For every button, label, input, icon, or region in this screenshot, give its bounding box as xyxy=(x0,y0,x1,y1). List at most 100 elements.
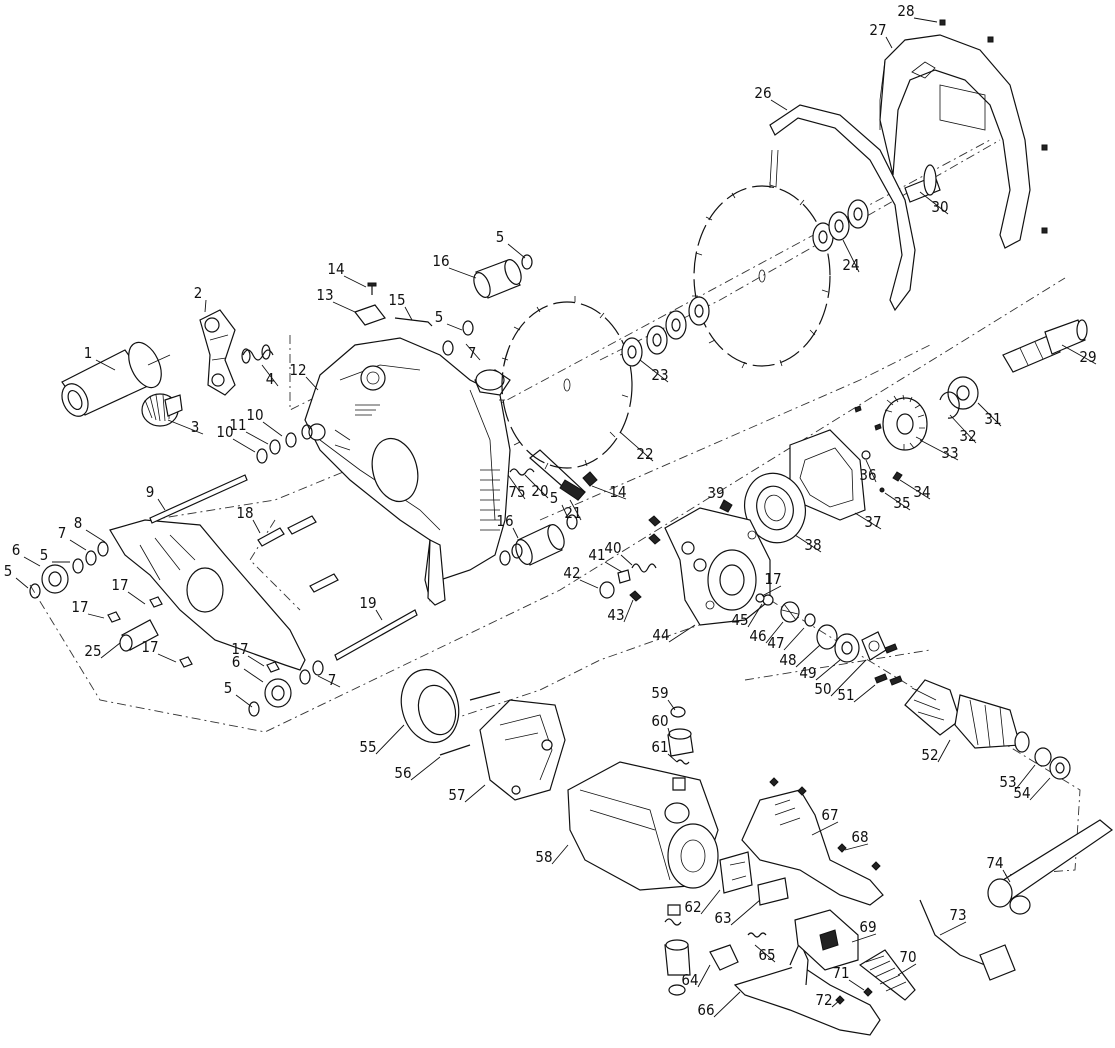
part-label-4: 4 xyxy=(266,370,275,388)
part-label-18: 18 xyxy=(236,504,253,522)
part-label-43: 43 xyxy=(607,606,624,624)
part-55-baffle-ring xyxy=(400,668,460,744)
part-label-27: 27 xyxy=(869,21,886,39)
leader-line-67 xyxy=(811,821,839,836)
part-56-screw xyxy=(439,691,501,756)
part-label-33: 33 xyxy=(941,444,958,462)
part-label-67: 67 xyxy=(821,806,838,824)
part-label-45: 45 xyxy=(731,611,748,629)
leader-line-69 xyxy=(851,933,877,943)
leader-line-60 xyxy=(667,727,671,736)
part-32-circlip xyxy=(939,391,960,419)
leader-line-6 xyxy=(23,556,41,567)
part-label-41: 41 xyxy=(588,546,605,564)
part-label-49: 49 xyxy=(799,664,816,682)
leader-line-22 xyxy=(619,431,654,462)
part-label-56: 56 xyxy=(394,764,411,782)
leader-line-42 xyxy=(579,579,599,589)
part-label-10: 10 xyxy=(216,423,233,441)
leader-line-52 xyxy=(937,739,951,763)
leader-line-17 xyxy=(127,591,146,605)
part-label-50: 50 xyxy=(814,680,831,698)
leader-lines xyxy=(15,17,1097,1018)
leader-line-58 xyxy=(551,844,569,865)
part-69-switch-module xyxy=(794,909,859,971)
leader-line-10 xyxy=(262,421,283,437)
leader-line-72 xyxy=(831,999,841,1008)
leader-line-57 xyxy=(464,784,486,803)
part-39-screw xyxy=(719,499,733,513)
part-label-25: 25 xyxy=(84,642,101,660)
part-43-screws xyxy=(629,515,661,602)
part-12-blade-guard xyxy=(304,337,511,606)
leader-line-50 xyxy=(830,659,867,697)
leader-line-47 xyxy=(783,627,805,651)
part-number-labels: 1234555555667778910101112131414151616171… xyxy=(4,2,1097,1019)
part-label-21: 21 xyxy=(564,504,581,522)
leader-line-24 xyxy=(842,239,860,273)
part-18-bolts xyxy=(257,515,339,593)
part-5-6-7-rollers-washers xyxy=(29,254,578,717)
part-label-47: 47 xyxy=(767,634,784,652)
leader-line-5 xyxy=(507,243,526,259)
part-label-32: 32 xyxy=(959,427,976,445)
part-label-70: 70 xyxy=(899,948,916,966)
part-label-5: 5 xyxy=(496,228,505,246)
leader-line-20 xyxy=(524,474,549,499)
leader-line-30 xyxy=(919,191,949,215)
part-label-7: 7 xyxy=(58,524,67,542)
part-label-5: 5 xyxy=(40,546,49,564)
part-73-power-cord xyxy=(919,899,1016,981)
leader-line-5 xyxy=(561,504,569,519)
part-label-14: 14 xyxy=(327,260,344,278)
part-label-28: 28 xyxy=(897,2,914,20)
part-19-shaft xyxy=(334,609,418,661)
leader-line-66 xyxy=(713,991,741,1018)
part-34-36-small-parts xyxy=(854,405,903,493)
leader-line-53 xyxy=(1015,764,1036,790)
leader-line-65 xyxy=(754,944,776,963)
part-label-7: 7 xyxy=(328,671,337,689)
leader-line-43 xyxy=(623,599,634,623)
part-65-spring xyxy=(747,932,767,938)
part-label-5: 5 xyxy=(4,562,13,580)
part-66-handle-half xyxy=(733,940,881,1036)
leader-line-17 xyxy=(157,653,177,663)
part-label-53: 53 xyxy=(999,773,1016,791)
leader-line-17 xyxy=(247,655,265,667)
part-label-5: 5 xyxy=(435,308,444,326)
leader-line-16 xyxy=(512,527,519,539)
part-label-13: 13 xyxy=(316,286,333,304)
leader-line-62 xyxy=(700,889,721,915)
part-label-71: 71 xyxy=(832,964,849,982)
leader-line-3 xyxy=(167,419,204,435)
leader-line-26 xyxy=(770,99,788,111)
leader-line-41 xyxy=(604,561,623,573)
part-22-saw-blade-front xyxy=(499,296,633,470)
part-59-61-brush-holder xyxy=(667,706,694,791)
part-label-23: 23 xyxy=(651,366,668,384)
part-28-screws xyxy=(939,19,1048,234)
leader-line-64 xyxy=(697,964,711,988)
part-8-base-plate xyxy=(109,519,306,671)
leader-line-68 xyxy=(844,843,869,851)
part-label-6: 6 xyxy=(232,653,241,671)
part-58-motor-housing xyxy=(567,761,719,891)
leader-line-75 xyxy=(507,474,526,500)
part-40-42-lock-button xyxy=(599,563,657,599)
part-label-17: 17 xyxy=(71,598,88,616)
leader-line-5 xyxy=(235,694,253,708)
part-label-6: 6 xyxy=(12,541,21,559)
part-24-flange-washers xyxy=(812,199,869,252)
leader-line-71 xyxy=(848,979,865,991)
part-16-bushing-bottom xyxy=(515,524,565,566)
part-48-51-bearing-set xyxy=(816,624,903,686)
part-label-40: 40 xyxy=(604,539,621,557)
leader-line-25 xyxy=(100,642,121,659)
part-label-69: 69 xyxy=(859,918,876,936)
leader-line-2 xyxy=(204,299,207,313)
leader-line-70 xyxy=(897,963,917,976)
part-label-17: 17 xyxy=(231,640,248,658)
part-label-51: 51 xyxy=(837,686,854,704)
